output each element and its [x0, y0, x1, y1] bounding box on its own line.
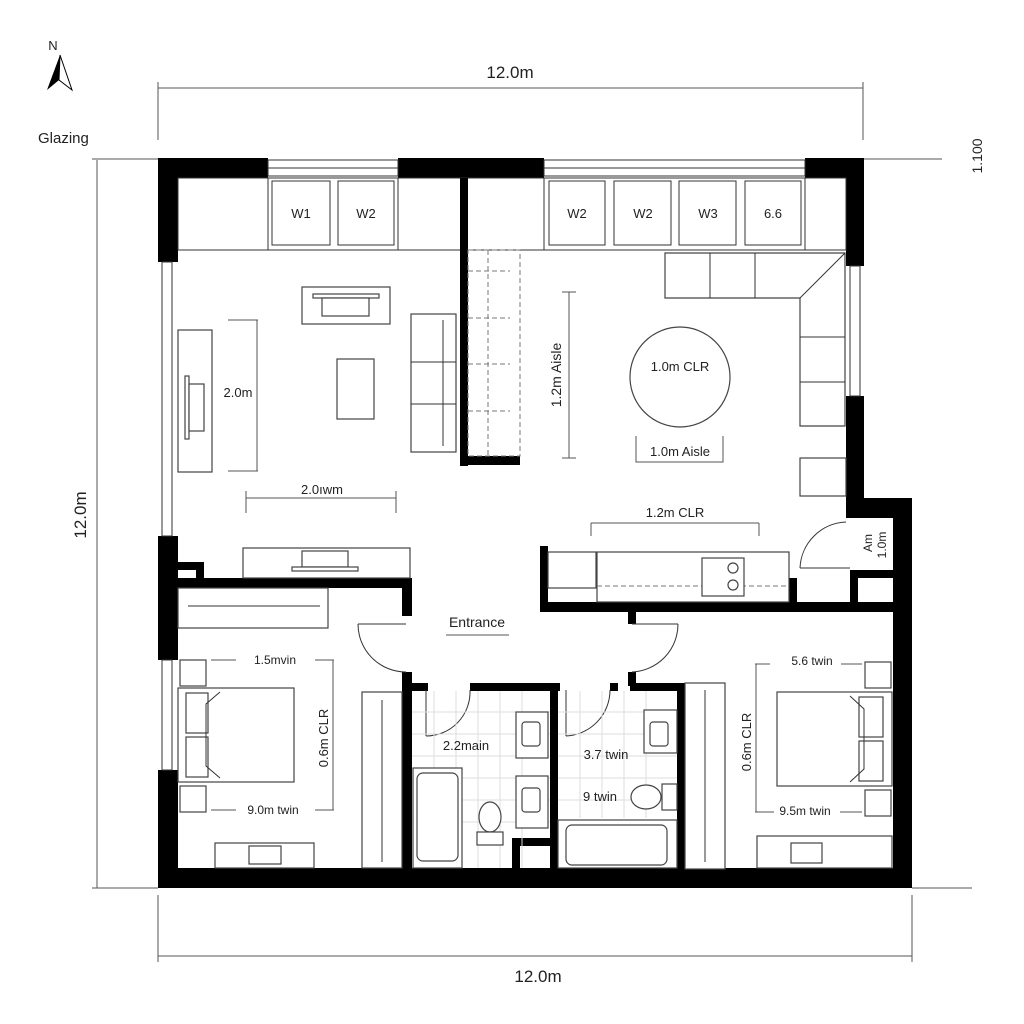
bed-side-dim: 0.6m CLR	[739, 664, 757, 812]
left-height-label: 12.0m	[71, 491, 90, 538]
exterior-walls	[158, 158, 912, 888]
2m-depth-dim: 2.0m	[224, 319, 258, 472]
fridge	[547, 551, 597, 589]
bedroom-right-bottom-label: 9.5m twin	[779, 804, 830, 818]
svg-text:W2: W2	[356, 206, 376, 221]
window-6-6: 6.6	[744, 180, 802, 246]
kitchen: 1.2m CLR	[547, 505, 790, 603]
window-w1: W1	[271, 180, 331, 246]
coffee-table	[336, 358, 375, 420]
bedroom-right: 5.6 twin 0.6m CLR 9.5m twin	[684, 654, 893, 870]
bedroom-right-side-label: 0.6m CLR	[739, 713, 754, 772]
aisle-horizontal-dim: 1.0m Aisle	[635, 436, 724, 463]
bed	[776, 691, 893, 787]
interior-walls	[178, 178, 893, 873]
svg-text:6.6: 6.6	[764, 206, 782, 221]
desk	[756, 835, 893, 869]
glazing-side	[161, 261, 861, 771]
bathroom-second-label-1: 3.7 twin	[584, 747, 629, 762]
bathroom-main-label: 2.2main	[443, 738, 489, 753]
svg-text:W1: W1	[291, 206, 311, 221]
nightstand	[179, 659, 207, 687]
toilet	[630, 783, 678, 811]
nightstand	[864, 661, 892, 689]
bedroom-left-side-label: 0.6m CLR	[316, 709, 331, 768]
media-console	[177, 329, 213, 473]
bed-top-dim: 5.6 twin	[755, 654, 862, 668]
sink	[515, 711, 549, 759]
bathroom-second: 3.7 twin 9 twin	[557, 691, 678, 869]
glazing-top	[267, 159, 806, 177]
entrance-label: Entrance	[449, 614, 505, 630]
closet-label-2: 1.0m	[875, 532, 889, 559]
toilet	[476, 801, 504, 846]
left-dimension: 12.0m	[71, 158, 158, 889]
svg-text:W2: W2	[633, 206, 653, 221]
svg-text:W3: W3	[698, 206, 718, 221]
aisle-horizontal-label: 1.0m Aisle	[650, 444, 710, 459]
top-width-label: 12.0m	[486, 63, 533, 82]
bedroom-left-top-label: 1.5mvin	[254, 653, 296, 667]
bed-bottom-dim: 9.5m twin	[755, 804, 862, 818]
sofa	[410, 313, 457, 453]
top-dimension: 12.0m	[157, 63, 864, 140]
svg-text:W2: W2	[567, 206, 587, 221]
north-arrow-icon: N	[47, 38, 74, 92]
right-dimension: 1.100	[863, 138, 985, 174]
dining-table: 1.0m CLR	[629, 326, 731, 428]
glazing-legend-label: Glazing	[38, 130, 89, 147]
window-w2: W2	[337, 180, 395, 246]
kitchen-counter	[596, 551, 790, 603]
closet-label-1: Am	[861, 534, 875, 552]
bottom-width-label: 12.0m	[514, 967, 561, 986]
window-w2: W2	[548, 180, 606, 246]
wardrobe-side	[684, 682, 726, 870]
living-room: 2.0m 2.0ıwm	[177, 286, 457, 579]
sink	[515, 775, 549, 829]
bed-bottom-dim: 9.0m twin	[211, 803, 334, 817]
bedroom-left: 1.5mvin 0.6m CLR 9.0m twin	[177, 587, 403, 869]
sideboard	[242, 547, 411, 579]
closet: Am 1.0m	[799, 521, 889, 569]
bedroom-right-top-label: 5.6 twin	[791, 654, 832, 668]
shelving	[467, 249, 521, 457]
bed-top-dim: 1.5mvin	[211, 653, 334, 667]
armchair	[799, 457, 847, 497]
compass-label: N	[48, 38, 57, 53]
right-offset-label: 1.100	[969, 138, 985, 173]
bathroom-main: 2.2main	[412, 691, 550, 869]
entrance: Entrance	[446, 614, 509, 636]
living-depth-label: 2.0m	[224, 385, 253, 400]
tv-unit	[301, 286, 391, 325]
nightstand	[179, 785, 207, 813]
living-width-label: 2.0ıwm	[301, 482, 343, 497]
bathtub	[557, 819, 678, 869]
dining-area: 1.2m Aisle 1.0m CLR 1.0m Aisle	[548, 252, 847, 497]
window-units: W1 W2 W2 W2 W3 6.6	[177, 177, 847, 251]
table-clearance-label: 1.0m CLR	[651, 359, 710, 374]
aisle-vertical-dim: 1.2m Aisle	[548, 291, 576, 459]
bed	[177, 687, 295, 783]
window-w3: W3	[678, 180, 737, 246]
bathroom-second-label-2: 9 twin	[583, 789, 617, 804]
bottom-dimension: 12.0m	[157, 887, 972, 986]
nightstand	[864, 789, 892, 817]
corner-sofa	[664, 252, 846, 427]
kitchen-clearance-label: 1.2m CLR	[646, 505, 705, 520]
bedroom-left-bottom-label: 9.0m twin	[247, 803, 298, 817]
desk	[214, 842, 315, 869]
kitchen-clearance-dim: 1.2m CLR	[590, 505, 760, 536]
wardrobe-side	[361, 691, 403, 869]
bed-side-dim: 0.6m CLR	[316, 660, 334, 810]
wardrobe-top	[177, 587, 329, 629]
sink	[643, 709, 678, 754]
aisle-vertical-label: 1.2m Aisle	[548, 342, 564, 407]
window-w2: W2	[613, 180, 672, 246]
doors	[357, 623, 679, 737]
bathtub	[412, 767, 463, 869]
2m-width-dim: 2.0ıwm	[245, 482, 397, 513]
